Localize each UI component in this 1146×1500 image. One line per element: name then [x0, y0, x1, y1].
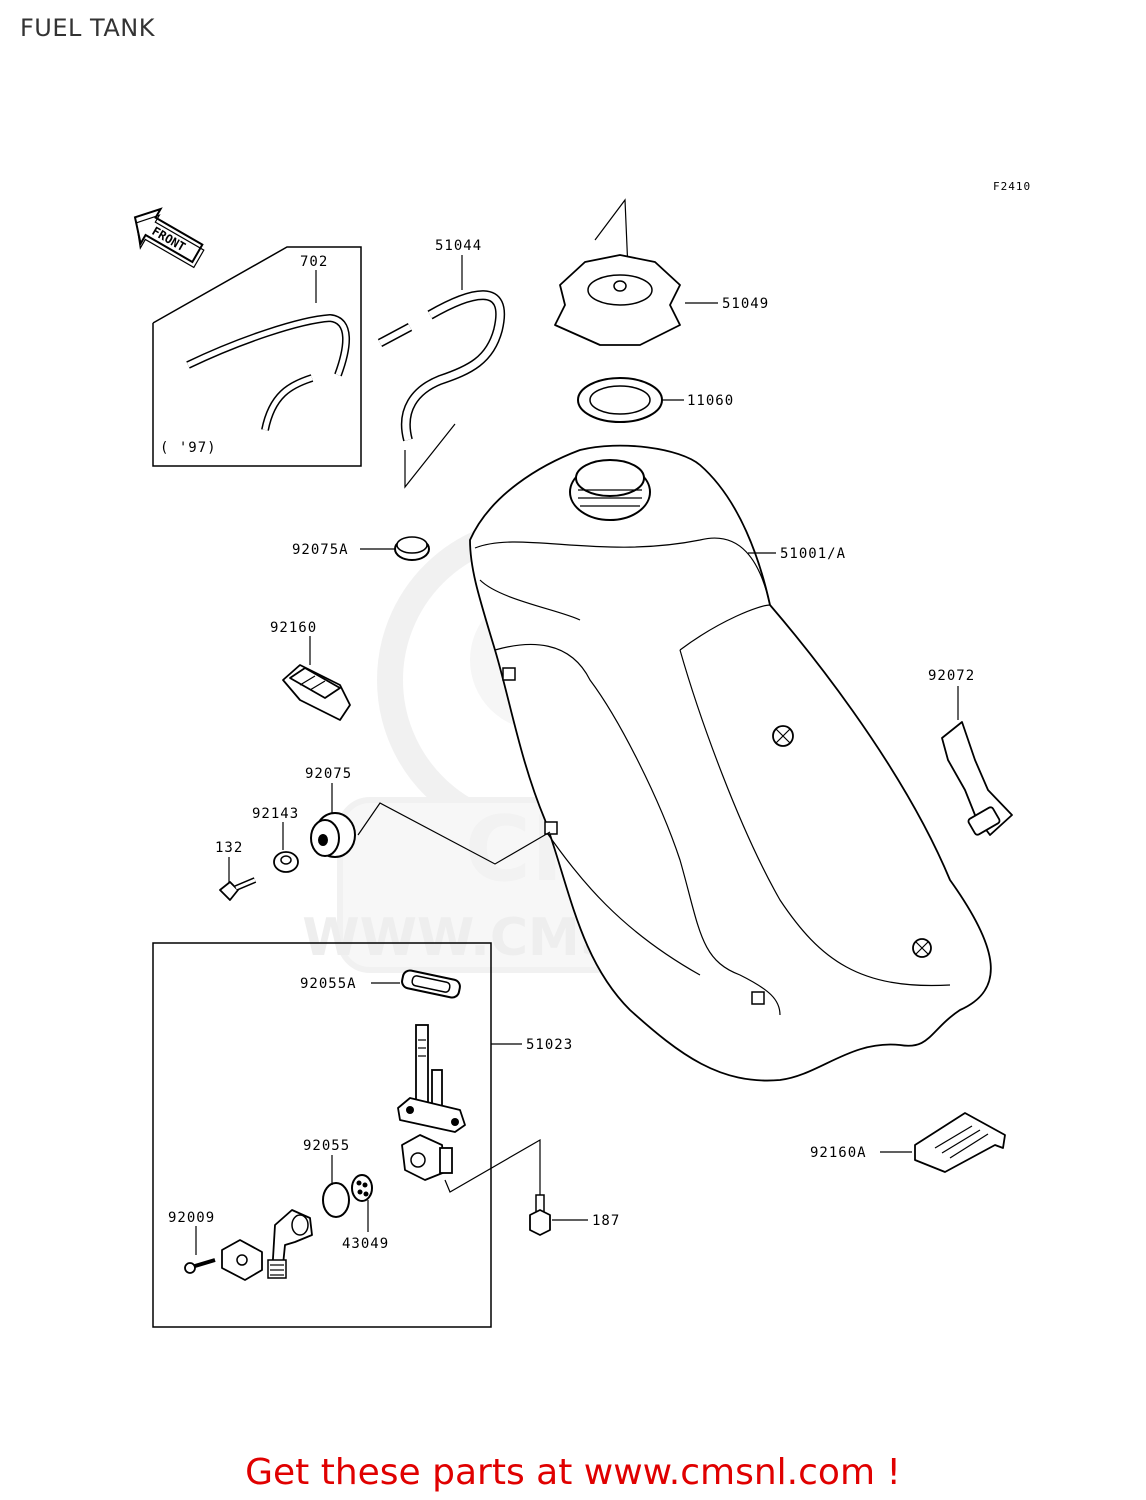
label-132: 132 — [215, 840, 243, 856]
label-11060: 11060 — [687, 393, 734, 409]
label-702: 702 — [300, 254, 328, 270]
part-51001A-fuel-tank — [469, 444, 992, 1082]
label-92160: 92160 — [270, 620, 317, 636]
label-92075: 92075 — [305, 766, 352, 782]
part-92075A-plug — [360, 536, 430, 561]
label-92143: 92143 — [252, 806, 299, 822]
part-702-group — [152, 246, 362, 467]
part-43049-filter — [351, 1174, 373, 1232]
part-tap-lever — [267, 1209, 313, 1279]
label-97: ( '97) — [160, 440, 217, 456]
part-92009-screw — [184, 1226, 263, 1281]
part-92143-collar — [273, 822, 299, 873]
label-51023: 51023 — [526, 1037, 573, 1053]
label-43049: 43049 — [342, 1236, 389, 1252]
label-51001A: 51001/A — [780, 546, 846, 562]
label-92055A: 92055A — [300, 976, 357, 992]
part-187-bolt — [529, 1194, 588, 1236]
part-92072-strap — [941, 686, 1013, 836]
part-fuel-tap — [397, 1024, 541, 1195]
label-51049: 51049 — [722, 296, 769, 312]
label-92055: 92055 — [303, 1138, 350, 1154]
promo-link[interactable]: Get these parts at www.cmsnl.com ! — [245, 1452, 901, 1493]
part-51023-box — [152, 942, 492, 1328]
part-132-bolt — [219, 857, 257, 901]
label-51044: 51044 — [435, 238, 482, 254]
page-title: FUEL TANK — [20, 14, 155, 42]
part-11060-gasket — [577, 377, 684, 423]
part-51044-hose — [377, 255, 505, 489]
label-92072: 92072 — [928, 668, 975, 684]
label-92075A: 92075A — [292, 542, 349, 558]
part-92160A-pad — [880, 1112, 1006, 1173]
part-51049-fuel-cap — [554, 198, 718, 346]
label-92160A: 92160A — [810, 1145, 867, 1161]
front-arrow-icon: FRONT — [133, 207, 205, 269]
part-92055-o-ring — [322, 1155, 350, 1218]
label-187: 187 — [592, 1213, 620, 1229]
label-92009: 92009 — [168, 1210, 215, 1226]
part-92160-pad — [282, 636, 351, 721]
part-92075-grommet — [310, 783, 551, 865]
part-92055A-gasket — [371, 969, 461, 999]
figure-code: F2410 — [993, 180, 1031, 193]
